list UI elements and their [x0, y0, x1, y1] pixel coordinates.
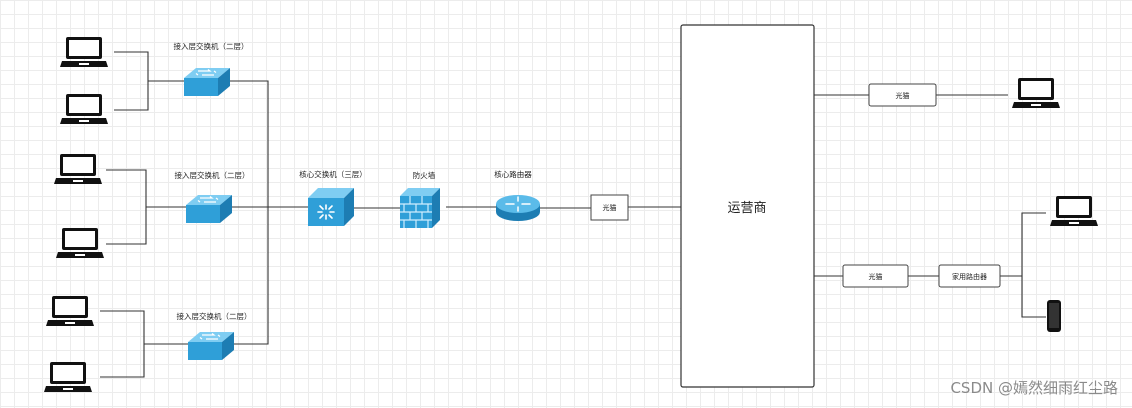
optical-modem-label: 光猫	[603, 203, 617, 212]
laptop-icon	[60, 37, 108, 67]
laptop-icon	[56, 228, 104, 258]
laptop-icon	[44, 362, 92, 392]
laptop-icon	[54, 154, 102, 184]
access-switch-label: 接入层交换机（二层）	[175, 170, 250, 180]
firewall-icon	[399, 187, 441, 229]
switch-icon	[183, 67, 231, 97]
laptop-icon	[1050, 196, 1098, 226]
connection-lines	[100, 51, 1046, 378]
home-router-label: 家用路由器	[952, 272, 987, 281]
optical-modem-box	[868, 83, 937, 107]
optical-modem-box	[590, 194, 629, 221]
optical-modem-box	[842, 264, 909, 288]
isp-box	[680, 24, 815, 388]
laptop-icon	[46, 296, 94, 326]
router-icon	[495, 194, 541, 222]
access-switch-label: 接入层交换机（二层）	[177, 311, 252, 321]
core-switch-label: 核心交换机（三层）	[299, 169, 367, 179]
access-switch-label: 接入层交换机（二层）	[174, 41, 249, 51]
switch-icon	[185, 194, 233, 224]
watermark: CSDN @嫣然细雨红尘路	[950, 379, 1118, 397]
optical-modem-label: 光猫	[869, 272, 883, 281]
home-router-box	[938, 264, 1001, 288]
laptop-icon	[60, 94, 108, 124]
laptop-icon	[1012, 78, 1060, 108]
core-router-label: 核心路由器	[494, 169, 532, 179]
phone-icon	[1047, 300, 1061, 332]
firewall-label: 防火墙	[413, 170, 436, 180]
isp-label: 运营商	[727, 201, 766, 216]
switch-icon	[187, 331, 235, 361]
core-switch-icon	[307, 187, 355, 227]
optical-modem-label: 光猫	[896, 91, 910, 100]
